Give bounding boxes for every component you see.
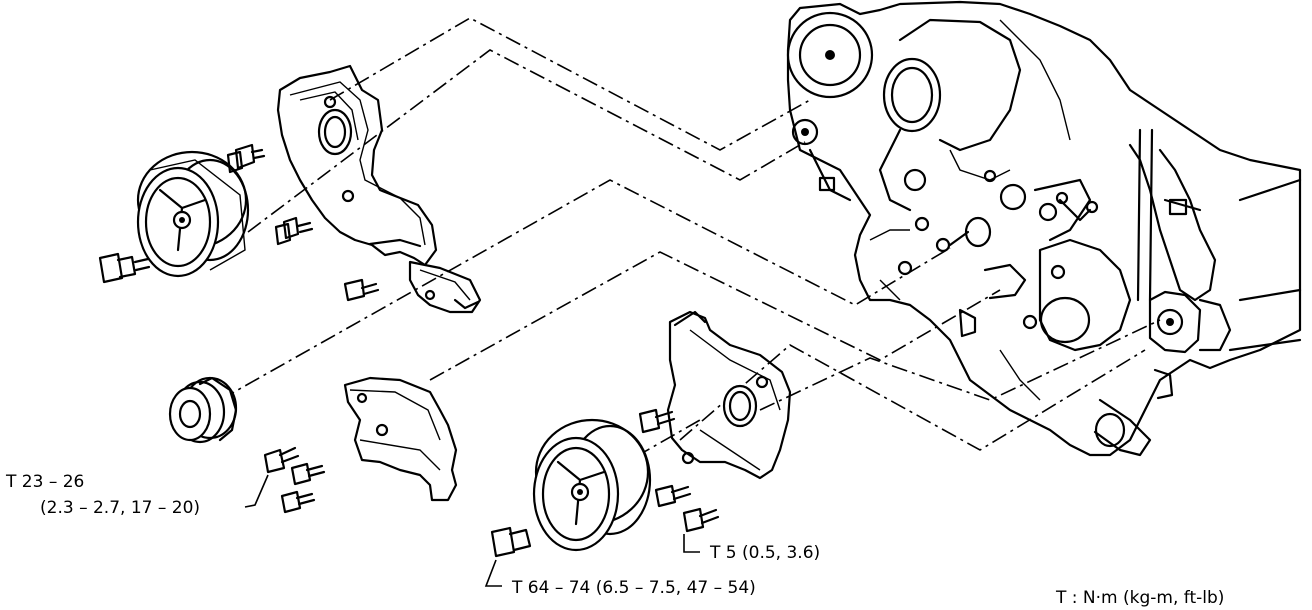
camshaft-pulley-upper [136, 150, 250, 278]
engine-block [786, 0, 1302, 457]
torque-spec-bracket-bolts-line2: (2.3 – 2.7, 17 – 20) [40, 498, 201, 518]
upper-timing-plate [276, 64, 482, 314]
bolts-upper [98, 143, 380, 302]
middle-bracket [343, 376, 458, 502]
lower-timing-plate [666, 310, 792, 480]
torque-units-legend: T : N·m (kg-m, ft-lb) [1056, 588, 1225, 608]
label-leaders [244, 474, 700, 587]
bolts-lower [490, 408, 720, 558]
torque-spec-bracket-bolts-line1: T 23 – 26 [6, 472, 85, 492]
crankshaft-sprocket [168, 376, 238, 444]
torque-spec-pulley-bolt: T 64 – 74 (6.5 – 7.5, 47 – 54) [512, 578, 756, 598]
camshaft-pulley-lower [532, 418, 652, 552]
torque-spec-plate-bolts: T 5 (0.5, 3.6) [710, 543, 821, 563]
bolts-middle [263, 446, 326, 514]
